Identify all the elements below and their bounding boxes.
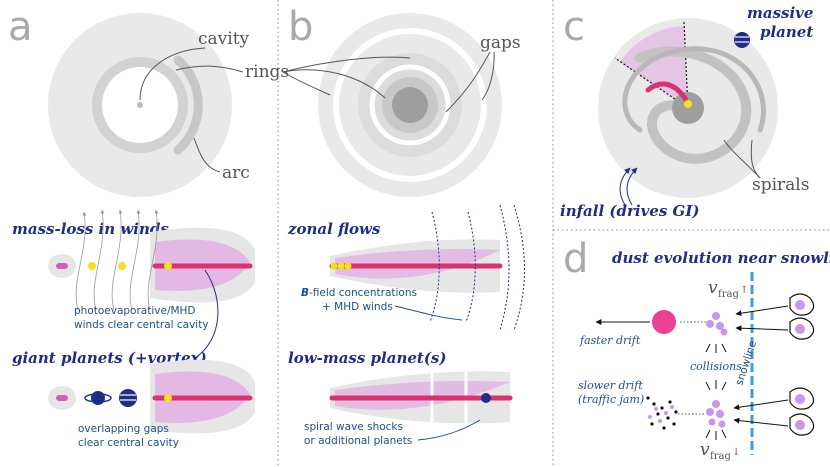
zonal-title: zonal flows (287, 220, 381, 238)
winds-caption-1: photoevaporative/MHD (74, 305, 196, 317)
jupiter-like-planet (119, 389, 137, 407)
vfrag-bottom-symbol: v (700, 440, 710, 460)
vfrag-bottom-arrow: ↓ (732, 447, 740, 458)
arc-pointer (193, 137, 221, 173)
winds-planet-1 (88, 262, 96, 270)
panel-d: d dust evolution near snowlines v frag ↑… (563, 236, 830, 462)
winds-caption-2: winds clear central cavity (74, 319, 209, 331)
top-arrow-2 (735, 325, 789, 332)
gaps-pointers (445, 51, 495, 113)
top-arrow-1 (735, 305, 789, 317)
zonal-caption-2: + MHD winds (322, 301, 393, 313)
core-b (392, 87, 428, 123)
arc-label: arc (222, 163, 250, 183)
vortex-pointer (194, 269, 219, 359)
vfrag-top-sub: frag (718, 289, 739, 300)
saturn-like-planet (84, 391, 112, 405)
winds-planet-3 (164, 262, 172, 270)
winds-inner-dust (56, 263, 68, 269)
bottom-arrow-1 (733, 399, 789, 411)
planets-caption-2: clear central cavity (78, 437, 179, 449)
panel-label-d: d (563, 236, 588, 282)
rings-label: rings (245, 62, 289, 82)
lowmass-caption-2: or additional planets (304, 435, 412, 447)
panel-label-b: b (288, 4, 313, 50)
spirals-pointers (723, 139, 761, 179)
cavity-label: cavity (198, 29, 250, 49)
icy-grain-bottom-1 (789, 387, 815, 410)
icy-grain-top-1 (789, 293, 815, 316)
vfrag-top-symbol: v (708, 278, 718, 298)
faster-drift-label: faster drift (579, 334, 641, 347)
planet-label: planet (760, 23, 813, 41)
winds-planet-2 (118, 262, 126, 270)
snowline-title: dust evolution near snowlines (612, 249, 830, 267)
icy-grain-bottom-2 (789, 413, 815, 436)
lowmass-planet (481, 393, 491, 403)
planets-caption-1: overlapping gaps (78, 423, 169, 435)
wind-streamlines (75, 209, 159, 311)
infall-arrows (619, 167, 638, 206)
massive-planet-icon (734, 32, 750, 48)
spiral-outer (635, 46, 752, 164)
star-c (684, 100, 692, 108)
wedge-edge-1 (614, 57, 689, 109)
gap-inner-b (369, 64, 451, 146)
zonal-caption-1: -field concentrations (309, 287, 417, 299)
spirals-label: spirals (752, 175, 809, 195)
gi-dust-arc (645, 81, 689, 103)
top-grain-cluster (706, 312, 728, 336)
field-lines (429, 204, 525, 331)
slower-drift-label-2: (traffic jam) (578, 393, 644, 406)
traffic-jam-grains (646, 396, 678, 430)
vfrag-top-arrow: ↑ (740, 285, 748, 296)
gaps-label: gaps (480, 33, 521, 53)
icy-grain-top-2 (789, 317, 815, 340)
infall-label: infall (drives GI) (560, 202, 699, 220)
bottom-arrow-2 (733, 417, 789, 427)
collisions-label: collisions (690, 360, 742, 373)
panel-c: c massive planet spirals infall (drives … (560, 4, 813, 220)
bottom-grain-cluster (706, 400, 726, 428)
massive-label: massive (747, 4, 813, 22)
arc-shape-a (173, 55, 203, 155)
spiral-secondary (622, 46, 766, 133)
top-collision-marks (705, 343, 727, 353)
rings-pointers-b (282, 56, 411, 99)
lowmass-pointer (417, 419, 481, 441)
slower-drift-label-1: slower drift (578, 379, 643, 392)
planets-title: giant planets (+vortex) (12, 349, 207, 367)
star-a (137, 102, 143, 108)
zonal-yellow-grains (330, 262, 352, 270)
gap-outer-b (333, 28, 487, 182)
lowmass-caption-1: spiral wave shocks (304, 421, 403, 433)
lowmass-title: low-mass planet(s) (288, 349, 446, 367)
panel-a: a cavity rings arc mass-loss in winds ph… (8, 4, 289, 449)
winds-title: mass-loss in winds (12, 220, 169, 238)
zonal-pointer (394, 305, 463, 321)
large-pebble (652, 310, 676, 334)
bottom-collision-marks (705, 380, 727, 440)
planets-yellow-planet (164, 394, 172, 402)
rings-pointer-a (175, 65, 244, 73)
planets-inner-dust (56, 395, 68, 401)
panel-label-c: c (563, 4, 585, 50)
panel-label-a: a (8, 4, 33, 50)
zonal-caption-b: B (301, 287, 309, 299)
panel-b: b gaps zonal flows B -f (282, 4, 525, 447)
cavity-pointer (139, 47, 206, 101)
vfrag-bottom-sub: frag (710, 451, 731, 462)
